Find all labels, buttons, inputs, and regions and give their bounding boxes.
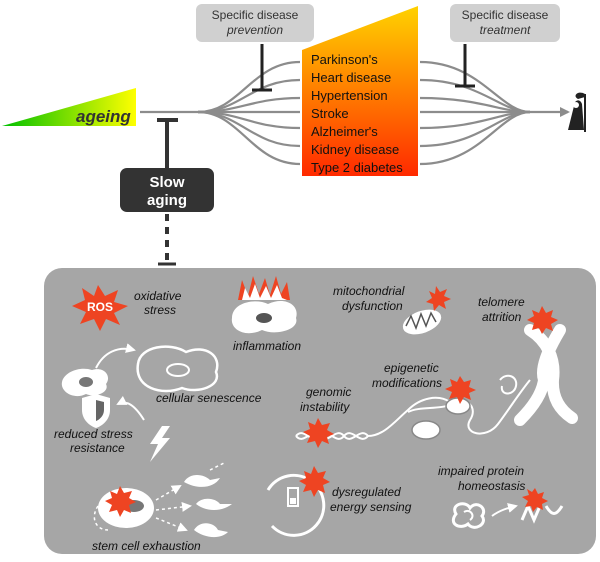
impaired-protein-line1: impaired protein xyxy=(438,464,524,478)
hallmarks-panel xyxy=(44,268,596,554)
dna-icon xyxy=(295,396,451,448)
disease-item: Kidney disease xyxy=(311,142,399,157)
mitochondrial-line2: dysfunction xyxy=(342,299,403,313)
ros-starburst-icon xyxy=(72,285,128,331)
treatment-line1: Specific disease xyxy=(462,8,549,22)
oxidative-stress-line1: oxidative xyxy=(134,289,182,303)
ageing-wedge xyxy=(2,88,136,126)
genomic-line1: genomic xyxy=(306,385,351,399)
treatment-line2: treatment xyxy=(480,23,531,37)
stem-cell-icon xyxy=(93,461,232,538)
prevention-inhibitor xyxy=(252,44,272,92)
gauge-icon xyxy=(266,466,330,537)
energy-sensing-line2: energy sensing xyxy=(330,500,412,514)
slow-aging-inhibitor xyxy=(157,118,178,168)
epigenetic-line2: modifications xyxy=(372,376,442,390)
disease-item: Type 2 diabetes xyxy=(311,160,403,175)
shield-icon xyxy=(82,394,110,428)
ros-badge: ROS xyxy=(87,300,113,314)
reduced-stress-line1: reduced stress xyxy=(54,427,133,441)
prevention-line1: Specific disease xyxy=(212,8,299,22)
epigenetic-line1: epigenetic xyxy=(384,361,439,375)
lightning-icon xyxy=(150,426,170,462)
reduced-stress-line2: resistance xyxy=(70,441,125,455)
fan-out-lines xyxy=(197,60,301,166)
disease-item: Heart disease xyxy=(311,70,391,85)
energy-sensing-line1: dysregulated xyxy=(332,485,401,499)
telomere-line1: telomere xyxy=(478,295,525,309)
fan-in-lines xyxy=(419,60,531,166)
inflammation-label: inflammation xyxy=(233,339,301,353)
genomic-line2: instability xyxy=(300,400,350,414)
treatment-box xyxy=(450,4,560,42)
nucleosome-icon xyxy=(407,374,531,440)
impaired-protein-line2: homeostasis xyxy=(458,479,525,493)
senescent-cell-icon xyxy=(136,345,219,393)
disease-item: Hypertension xyxy=(311,88,388,103)
cellular-senescence-label: cellular senescence xyxy=(156,391,262,405)
disease-item: Alzheimer's xyxy=(311,124,378,139)
telomere-line2: attrition xyxy=(482,310,522,324)
prevention-box xyxy=(196,4,314,42)
mitochondrion-icon xyxy=(402,286,451,335)
slow-aging-line1: Slow xyxy=(149,174,184,191)
ageing-label: ageing xyxy=(76,107,131,126)
mitochondrial-line1: mitochondrial xyxy=(333,284,405,298)
disease-wedge xyxy=(302,6,418,176)
disease-item: Parkinson's xyxy=(311,52,378,67)
chromosome-icon xyxy=(514,306,578,426)
oxidative-stress-line2: stress xyxy=(144,303,176,317)
senescence-arrow xyxy=(95,343,136,369)
treatment-inhibitor xyxy=(455,44,475,88)
protein-icon xyxy=(451,488,564,529)
slow-aging-line2: aging xyxy=(147,192,187,209)
stress-arrow xyxy=(116,395,145,421)
grim-reaper-icon xyxy=(568,92,586,132)
flame-icon xyxy=(238,276,290,300)
stem-cell-label: stem cell exhaustion xyxy=(92,539,201,553)
prevention-line2: prevention xyxy=(226,23,283,37)
slow-aging-box xyxy=(120,168,214,212)
disease-list: Parkinson's Heart disease Hypertension S… xyxy=(311,52,403,175)
disease-item: Stroke xyxy=(311,106,349,121)
slow-aging-dashed-link xyxy=(158,214,176,266)
